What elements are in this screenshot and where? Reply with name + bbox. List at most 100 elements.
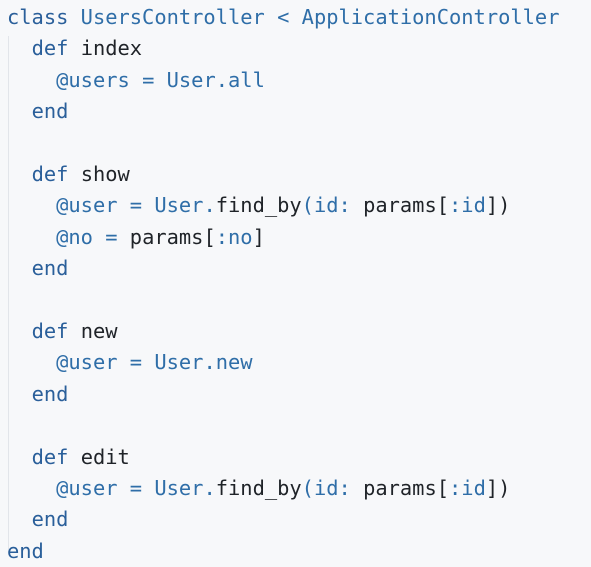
code-token (7, 319, 32, 343)
code-token: User (154, 350, 204, 375)
code-token (154, 68, 166, 92)
code-token: [ (436, 476, 450, 500)
code-token: . (203, 350, 216, 375)
code-token: params (129, 224, 204, 249)
code-token: params (363, 476, 437, 500)
code-token (118, 350, 130, 374)
code-token (130, 68, 142, 92)
code-token: ]) (485, 476, 511, 500)
code-token (68, 445, 80, 469)
code-token: = (142, 67, 155, 92)
code-token (118, 476, 130, 500)
code-token: UsersController (80, 5, 265, 29)
code-token: User (154, 476, 204, 500)
code-token (142, 476, 154, 500)
code-token (7, 99, 32, 123)
code-token: @user (56, 476, 118, 500)
code-line[interactable]: end (7, 253, 69, 283)
code-line[interactable]: def edit (7, 442, 130, 472)
code-token: [ (203, 224, 216, 249)
code-line[interactable]: @user = User.new (7, 347, 253, 377)
code-token: :id (449, 193, 486, 218)
code-token: = (129, 193, 143, 218)
code-token: class (7, 5, 69, 29)
code-token (68, 5, 80, 29)
code-line[interactable]: @user = User.find_by(id: params[:id]) (7, 473, 510, 503)
code-token: new (215, 350, 253, 375)
code-token: @user (56, 350, 118, 375)
code-token: ( (301, 193, 314, 218)
code-token: id: (313, 193, 351, 218)
code-token: end (31, 507, 69, 532)
code-token: find_by (215, 193, 302, 218)
code-line[interactable]: end (7, 379, 69, 409)
code-token (93, 225, 105, 249)
code-token (142, 193, 154, 217)
code-token: end (31, 256, 69, 281)
code-token: ] (252, 224, 265, 249)
code-line[interactable]: @users = User.all (7, 65, 265, 95)
code-token: params (363, 193, 437, 218)
code-token: :id (449, 476, 486, 500)
code-line[interactable]: def show (7, 159, 130, 189)
code-token (118, 193, 130, 217)
code-token (351, 476, 363, 500)
code-token: User (154, 193, 204, 218)
code-token: @no (56, 224, 93, 249)
code-token (7, 225, 56, 249)
code-token: id: (313, 476, 351, 500)
code-line[interactable]: class UsersController < ApplicationContr… (7, 2, 559, 32)
code-token: @users (56, 67, 130, 92)
code-token (289, 5, 301, 29)
code-token: new (80, 319, 118, 343)
code-line[interactable]: end (7, 504, 69, 534)
code-line[interactable]: @user = User.find_by(id: params[:id]) (7, 190, 510, 220)
code-token (7, 445, 32, 469)
code-line[interactable]: end (7, 536, 44, 566)
code-token: = (129, 350, 143, 375)
code-token: edit (80, 444, 130, 469)
code-token (7, 36, 32, 60)
code-token: index (80, 36, 143, 61)
code-token: end (31, 381, 69, 406)
code-token: show (80, 162, 130, 186)
code-token: . (215, 67, 229, 92)
code-line[interactable]: end (7, 96, 69, 126)
code-token (7, 476, 56, 500)
code-token: ]) (485, 193, 511, 218)
code-token: def (31, 162, 69, 186)
code-token: = (129, 476, 143, 500)
code-token: User (166, 67, 216, 92)
code-token: = (105, 224, 118, 249)
code-token: ApplicationController (301, 5, 560, 29)
code-token (7, 507, 32, 531)
code-token (351, 193, 363, 217)
code-token: end (7, 538, 44, 563)
code-token (68, 319, 80, 343)
code-token: all (228, 67, 265, 92)
code-token: < (277, 5, 290, 29)
code-token: . (203, 476, 216, 500)
code-token: def (31, 319, 69, 343)
code-token: [ (436, 193, 450, 218)
code-token: @user (56, 193, 118, 218)
code-token (7, 382, 32, 406)
indent-guide (8, 36, 9, 550)
code-token: def (31, 36, 69, 61)
code-token: end (31, 99, 69, 124)
code-token: def (31, 444, 69, 469)
code-token (7, 350, 56, 374)
code-token (7, 193, 56, 217)
code-token: ( (301, 476, 314, 500)
code-token: :no (215, 224, 253, 249)
code-token (7, 68, 56, 92)
code-line[interactable]: def index (7, 33, 143, 63)
code-token (7, 256, 32, 280)
code-line[interactable]: @no = params[:no] (7, 222, 265, 252)
code-token (118, 225, 130, 249)
code-token (68, 162, 80, 186)
code-token (265, 5, 277, 29)
code-token (68, 36, 80, 60)
code-line[interactable]: def new (7, 316, 118, 346)
